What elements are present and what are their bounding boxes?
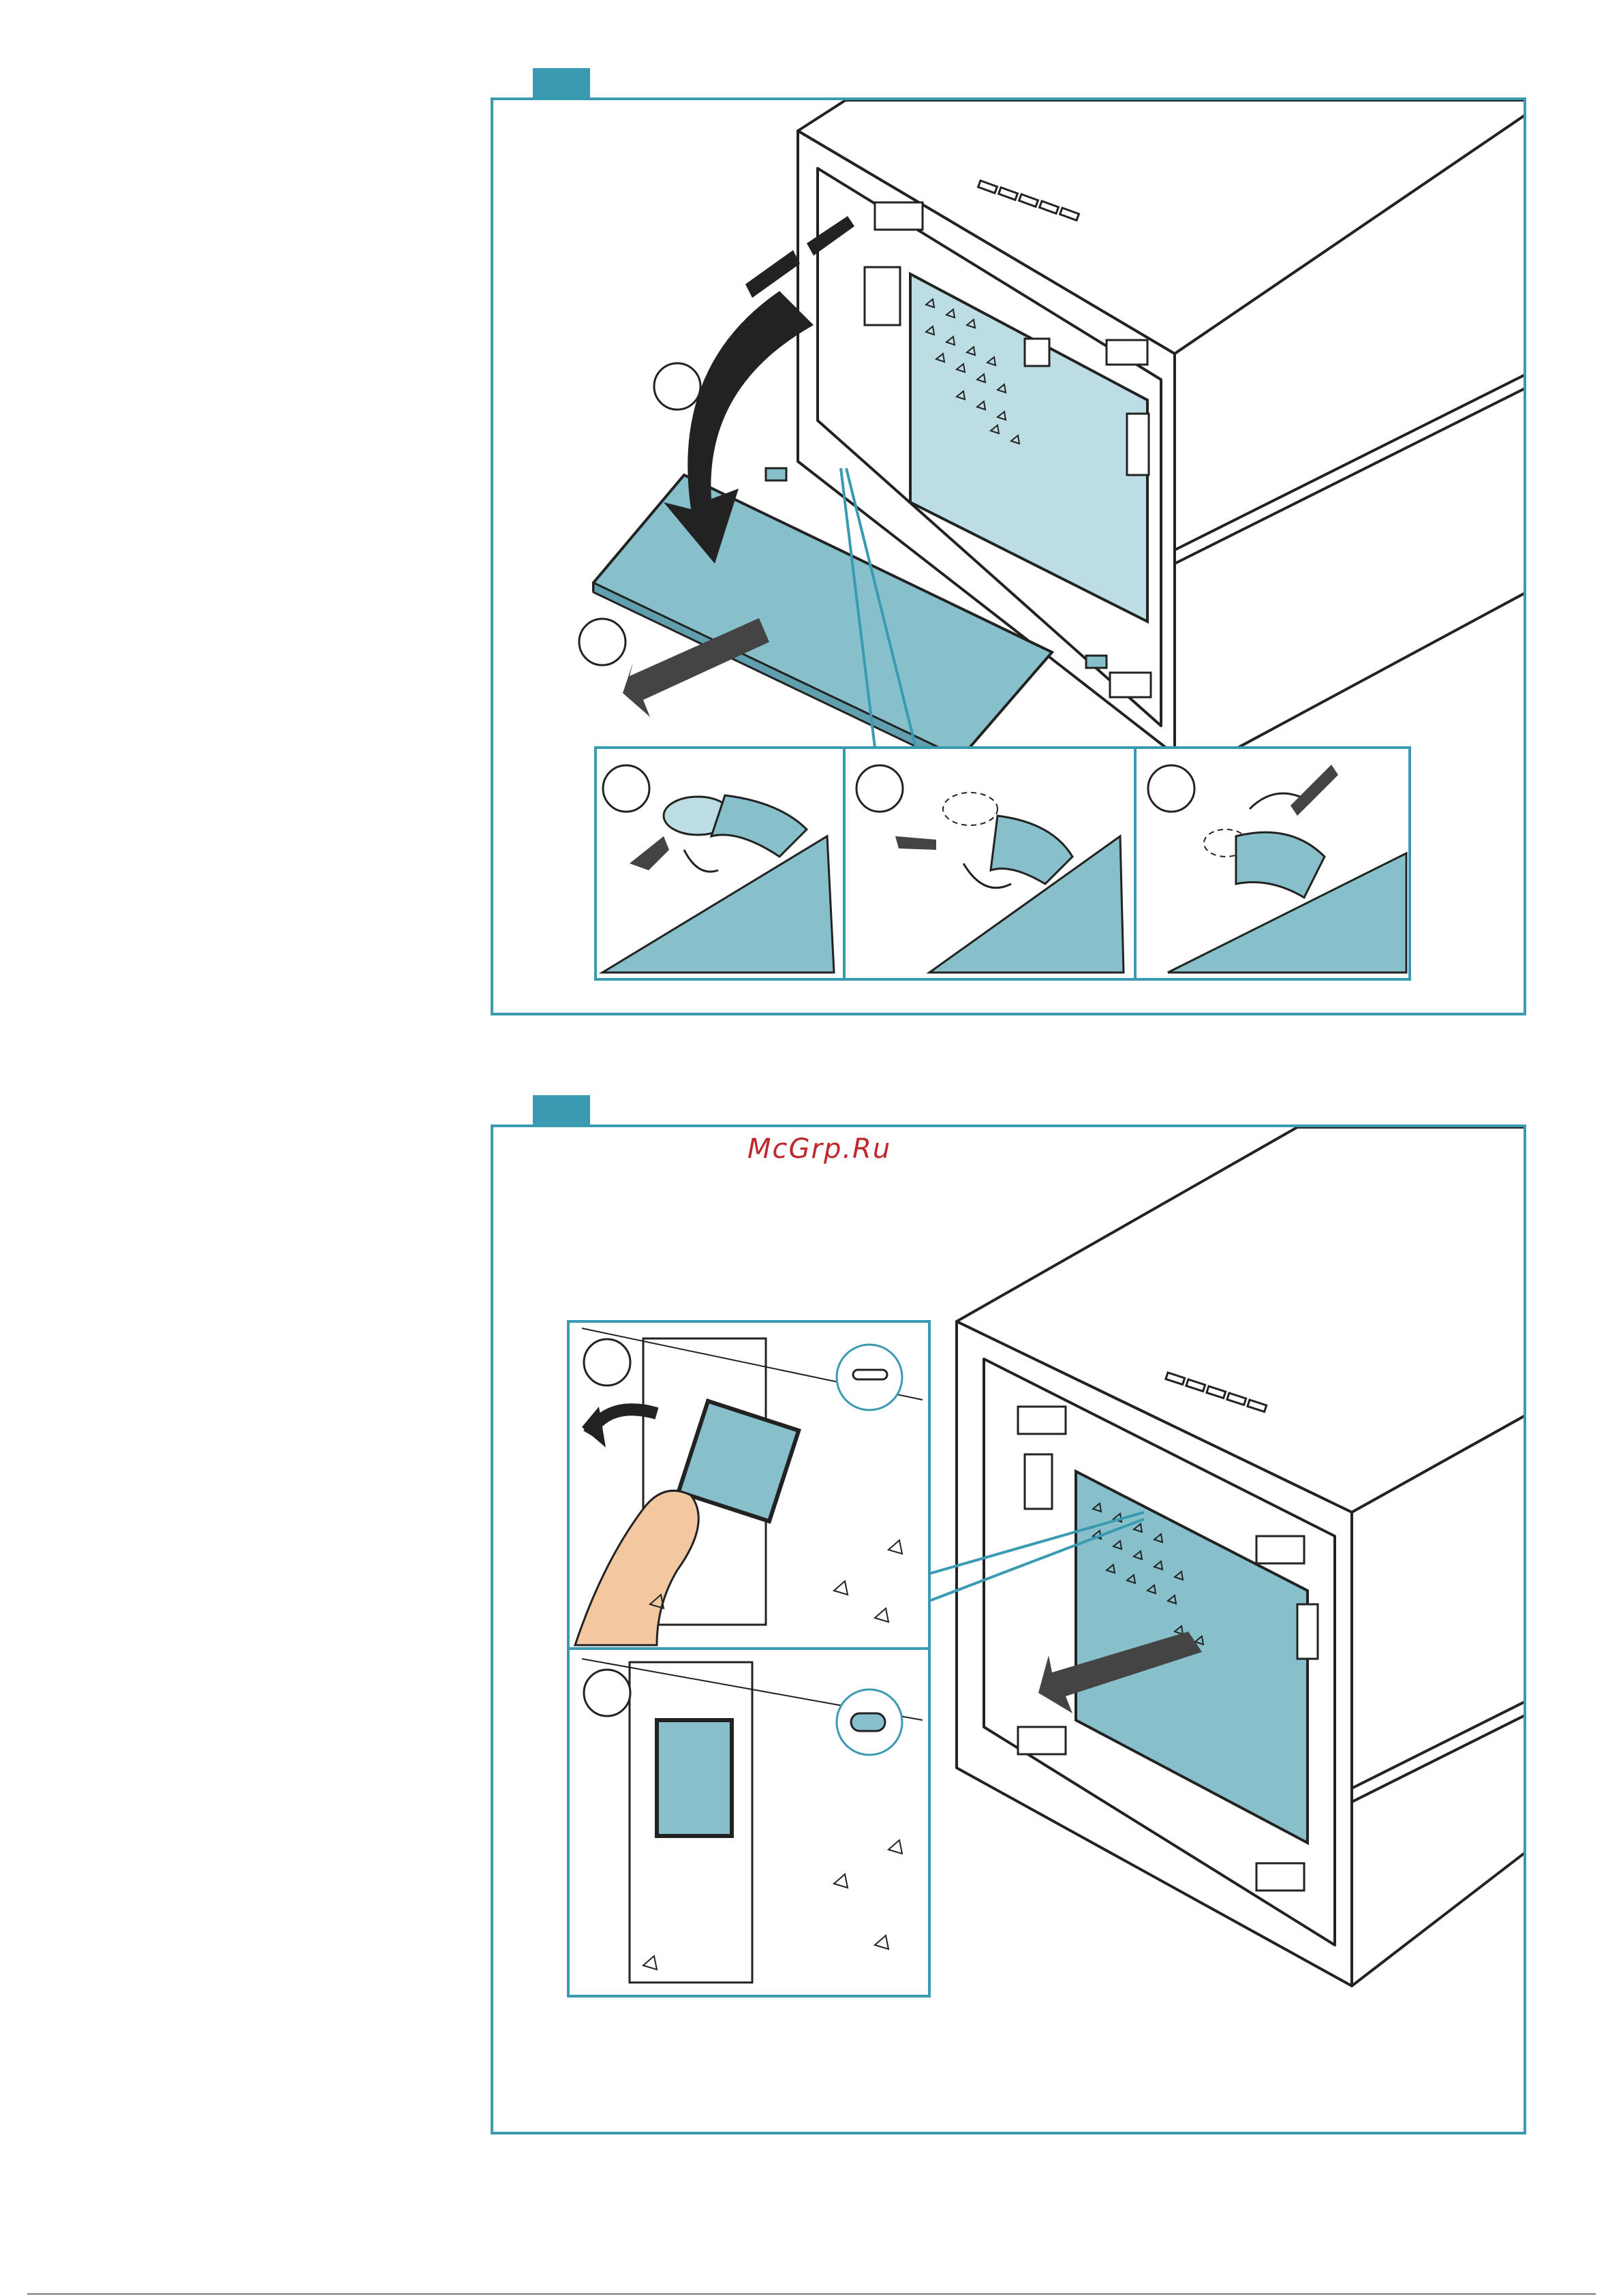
watermark-text: McGrp.Ru (747, 1133, 891, 1165)
callout-circle-c (1148, 765, 1194, 812)
left-hinge (865, 267, 900, 325)
step-2-illustration-panel (491, 1124, 1526, 2134)
callout-circle-2 (579, 619, 625, 665)
right-hinge (1127, 414, 1149, 475)
page-bottom-rule (27, 2293, 1596, 2295)
step-1-drawing (493, 100, 1526, 1015)
callout-circle-a (603, 765, 649, 812)
step-2-drawing (493, 1127, 1526, 2134)
step-1-illustration-panel (491, 97, 1526, 1015)
callout-circle-a2 (584, 1339, 630, 1386)
callout-circle-1 (654, 363, 700, 410)
callout-circle-b (856, 765, 903, 812)
callout-circle-b2 (584, 1670, 630, 1716)
